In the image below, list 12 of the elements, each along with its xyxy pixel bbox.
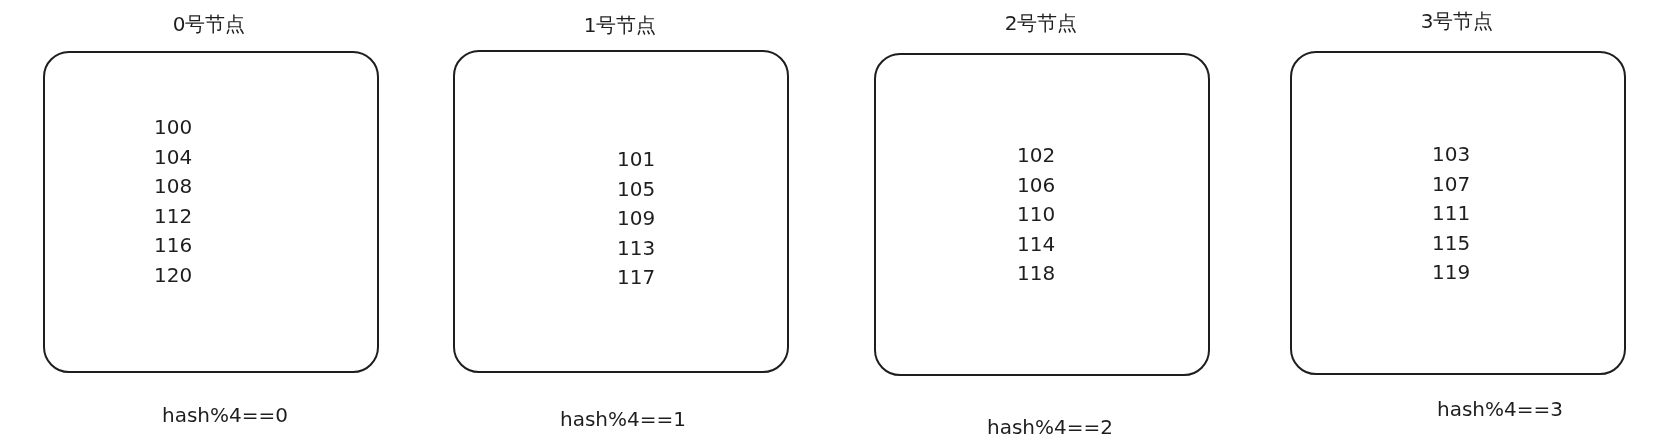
number-list: 102 106 110 114 118 — [1017, 141, 1059, 289]
node-title: 1号节点 — [583, 12, 657, 39]
number-list: 101 105 109 113 117 — [617, 145, 659, 293]
node-title: 3号节点 — [1420, 8, 1494, 35]
hash-label: hash%4==3 — [1437, 397, 1563, 421]
number-list: 103 107 111 115 119 — [1432, 140, 1474, 288]
node-title: 2号节点 — [1004, 10, 1078, 37]
number-list: 100 104 108 112 116 120 — [154, 113, 196, 290]
node-title: 0号节点 — [172, 11, 246, 38]
hash-label: hash%4==0 — [162, 403, 288, 427]
hash-label: hash%4==2 — [987, 415, 1113, 439]
hash-label: hash%4==1 — [560, 407, 686, 431]
